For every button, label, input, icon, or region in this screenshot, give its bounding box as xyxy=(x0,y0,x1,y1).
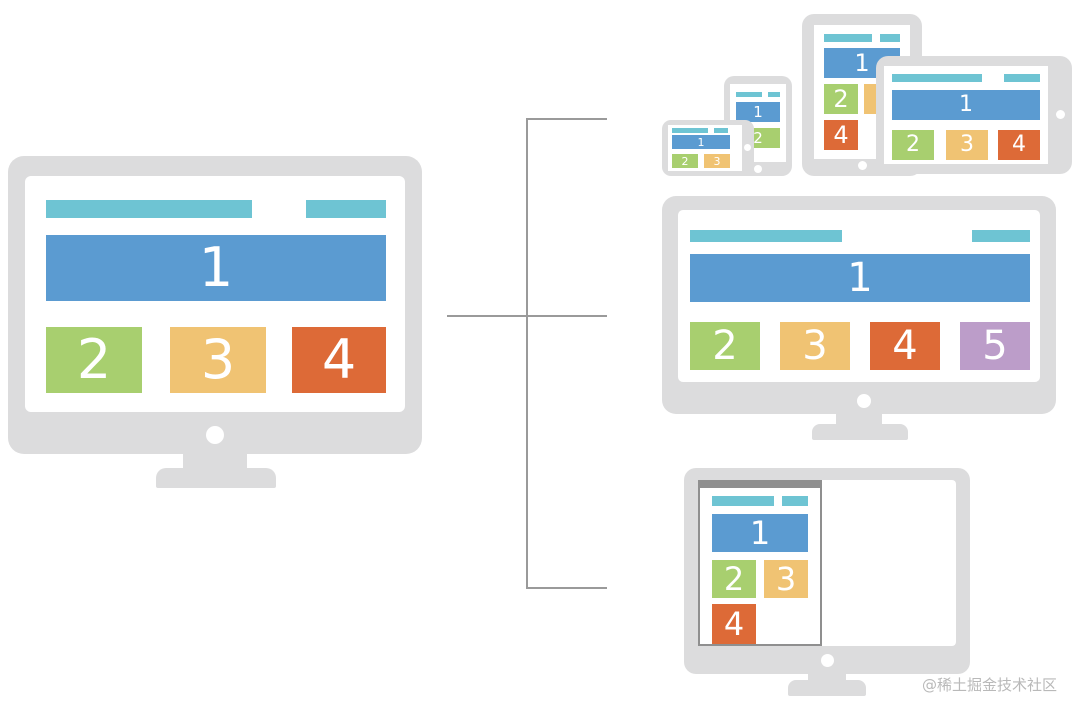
header-bar-right xyxy=(880,34,900,42)
block-3: 3 xyxy=(780,322,850,370)
monitor-power-dot xyxy=(821,654,834,667)
block-2: 2 xyxy=(824,84,858,114)
connector-branch-top xyxy=(526,118,607,120)
header-bar-left xyxy=(690,230,842,242)
header-bar-right xyxy=(782,496,808,506)
header-bar-right xyxy=(768,92,780,97)
header-bar-right xyxy=(972,230,1030,242)
browser-window-titlebar xyxy=(698,480,822,488)
monitor-power-dot xyxy=(857,394,871,408)
block-2: 2 xyxy=(46,327,142,393)
header-bar-right xyxy=(714,128,728,133)
header-bar-left xyxy=(672,128,708,133)
block-1: 1 xyxy=(690,254,1030,302)
block-1: 1 xyxy=(712,514,808,552)
block-4: 4 xyxy=(870,322,940,370)
block-5: 5 xyxy=(960,322,1030,370)
header-bar-left xyxy=(712,496,774,506)
main-monitor: 1 2 3 4 xyxy=(8,156,422,490)
block-3: 3 xyxy=(764,560,808,598)
phone-landscape-home-dot xyxy=(744,144,751,151)
header-bar-left xyxy=(736,92,762,97)
wide-monitor: 1 2 3 4 5 xyxy=(662,196,1056,442)
header-bar-left xyxy=(892,74,982,82)
block-2: 2 xyxy=(712,560,756,598)
block-2: 2 xyxy=(690,322,760,370)
window-monitor: 1 2 3 4 xyxy=(684,468,970,698)
block-1: 1 xyxy=(892,90,1040,120)
tablet-landscape-home-dot xyxy=(1056,110,1065,119)
connector-branch-bottom xyxy=(526,587,607,589)
block-3: 3 xyxy=(704,154,730,168)
monitor-power-dot xyxy=(206,426,224,444)
block-2: 2 xyxy=(672,154,698,168)
block-1: 1 xyxy=(736,102,780,122)
block-3: 3 xyxy=(170,327,266,393)
monitor-base xyxy=(156,468,276,488)
header-bar-right xyxy=(306,200,386,218)
header-bar-right xyxy=(1004,74,1040,82)
block-1: 1 xyxy=(672,135,730,149)
tablet-portrait-home-dot xyxy=(858,161,867,170)
phone-portrait-home-dot xyxy=(754,165,762,173)
block-4: 4 xyxy=(292,327,386,393)
watermark: @稀土掘金技术社区 xyxy=(922,676,1058,694)
monitor-base xyxy=(812,424,908,440)
tablet-landscape: 1 2 3 4 xyxy=(876,56,1072,174)
block-2: 2 xyxy=(892,130,934,160)
connector-vertical xyxy=(526,118,528,589)
block-3: 3 xyxy=(946,130,988,160)
block-1: 1 xyxy=(46,235,386,301)
phone-landscape: 1 2 3 xyxy=(662,120,754,176)
block-4: 4 xyxy=(824,120,858,150)
block-4: 4 xyxy=(712,604,756,644)
monitor-base xyxy=(788,680,866,696)
block-4: 4 xyxy=(998,130,1040,160)
header-bar-left xyxy=(46,200,252,218)
header-bar-left xyxy=(824,34,872,42)
tablet-portrait: 1 2 4 xyxy=(802,14,922,176)
